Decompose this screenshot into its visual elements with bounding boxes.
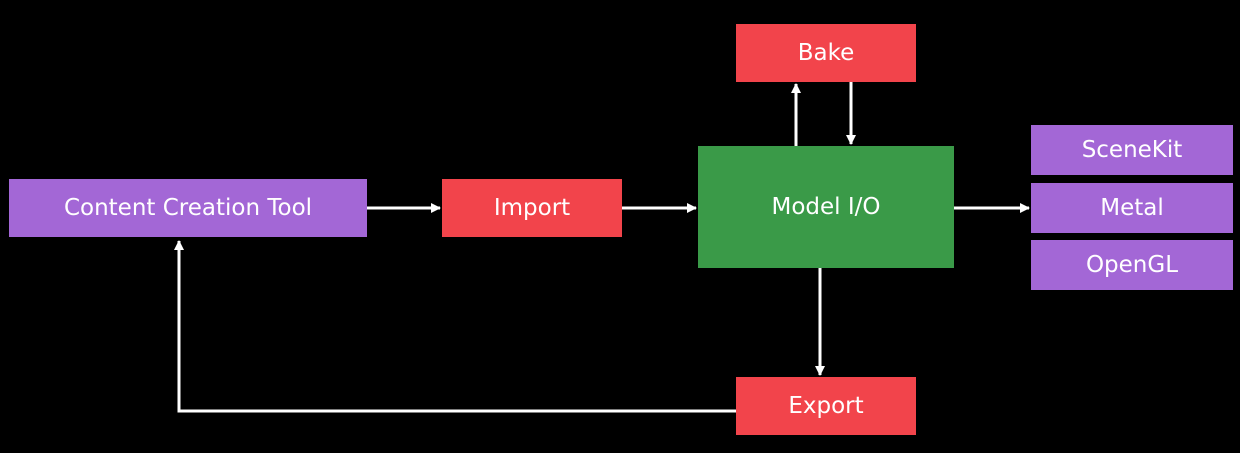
model-io-node: Model I/O (698, 146, 954, 268)
metal-node: Metal (1031, 183, 1233, 233)
content-creation-tool-label: Content Creation Tool (63, 195, 313, 221)
bake-node: Bake (736, 24, 916, 82)
import-label: Import (493, 195, 571, 221)
scenekit-label: SceneKit (1081, 137, 1183, 163)
import-node: Import (442, 179, 622, 237)
arrow-export-to-tool (174, 240, 736, 413)
export-node: Export (736, 377, 916, 435)
scenekit-node: SceneKit (1031, 125, 1233, 175)
opengl-node: OpenGL (1031, 240, 1233, 290)
content-creation-tool-node: Content Creation Tool (9, 179, 367, 237)
bake-label: Bake (797, 40, 855, 66)
model-io-label: Model I/O (771, 194, 881, 220)
metal-label: Metal (1100, 195, 1164, 221)
export-label: Export (788, 393, 864, 419)
opengl-label: OpenGL (1085, 252, 1179, 278)
